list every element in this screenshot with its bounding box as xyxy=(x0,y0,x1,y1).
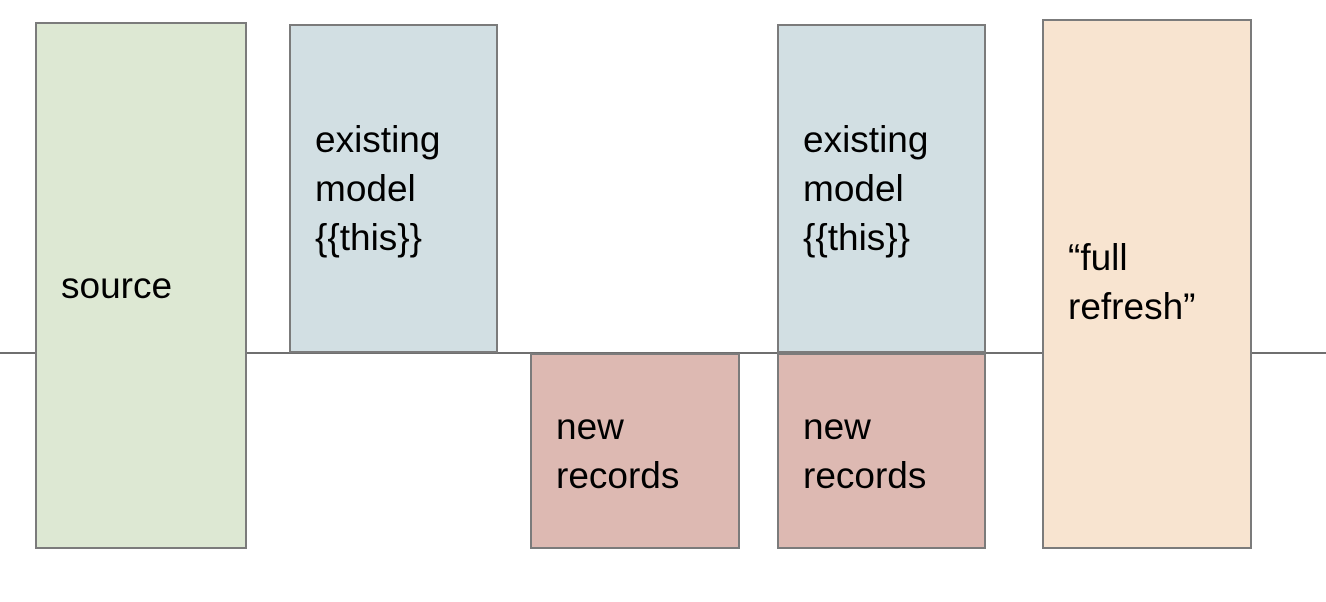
full-refresh-box-label: “full refresh” xyxy=(1068,233,1240,331)
new-records-box-1-label-line-2: records xyxy=(556,455,680,496)
source-box-label-line-1: source xyxy=(61,265,173,306)
source-box-label: source xyxy=(61,261,235,310)
new-records-box-2-label-line-2: records xyxy=(803,455,927,496)
existing-model-box-2-label: existing model {{this}} xyxy=(803,115,974,262)
full-refresh-box[interactable]: “full refresh” xyxy=(1042,19,1252,549)
new-records-box-1[interactable]: new records xyxy=(530,353,740,549)
existing-model-box-1-label: existing model {{this}} xyxy=(315,115,486,262)
full-refresh-box-label-line-1: “full xyxy=(1068,237,1128,278)
existing-model-box-1-label-line-1: existing xyxy=(315,119,441,160)
source-box[interactable]: source xyxy=(35,22,247,549)
existing-model-box-1[interactable]: existing model {{this}} xyxy=(289,24,498,353)
new-records-box-2-label: new records xyxy=(803,402,974,500)
existing-model-box-2-label-line-3: {{this}} xyxy=(803,217,911,258)
existing-model-box-1-label-line-3: {{this}} xyxy=(315,217,423,258)
existing-model-box-2-label-line-2: model xyxy=(803,168,904,209)
new-records-box-2[interactable]: new records xyxy=(777,353,986,549)
existing-model-box-2-label-line-1: existing xyxy=(803,119,929,160)
full-refresh-box-label-line-2: refresh” xyxy=(1068,286,1196,327)
new-records-box-1-label: new records xyxy=(556,402,728,500)
new-records-box-2-label-line-1: new xyxy=(803,406,871,447)
new-records-box-1-label-line-1: new xyxy=(556,406,624,447)
existing-model-box-2[interactable]: existing model {{this}} xyxy=(777,24,986,353)
existing-model-box-1-label-line-2: model xyxy=(315,168,416,209)
